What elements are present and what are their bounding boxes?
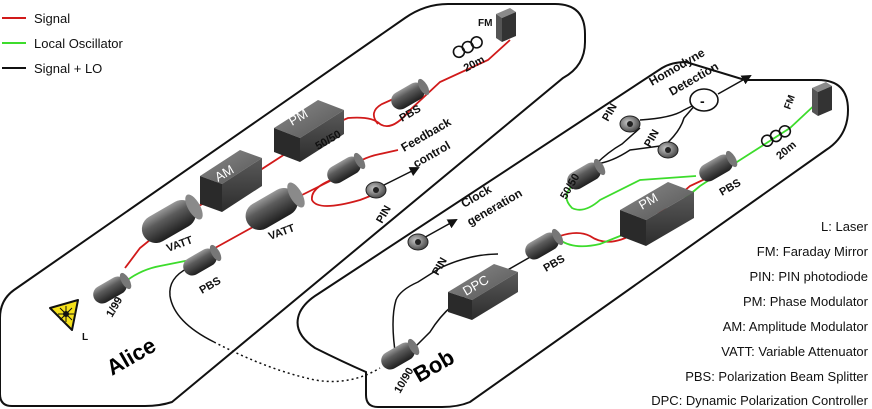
fiber-20m-alice-label: 20m [462, 54, 487, 75]
abbreviation-key: L: Laser FM: Faraday Mirror PIN: PIN pho… [651, 219, 868, 408]
abbr-laser: L: Laser [821, 219, 869, 234]
alice-panel-title: Alice [102, 332, 160, 380]
coupler-50-50-bob [567, 158, 606, 190]
pin-bob-1-label: PIN [600, 102, 620, 124]
coupler-10-90-label: 10/90 [392, 366, 416, 396]
coupler-1-99 [93, 272, 132, 304]
abbr-dpc: DPC: Dynamic Polarization Controller [651, 393, 868, 408]
pbs-bob-right [699, 150, 738, 182]
fiber-coil-icon [452, 45, 466, 59]
pbs-bob-left-label: PBS [542, 253, 568, 275]
laser: L [49, 299, 88, 343]
pin-alice-label: PIN [374, 204, 394, 226]
coupler-10-90 [381, 338, 420, 370]
vatt-2 [245, 182, 305, 230]
pin-clock-label: PIN [430, 256, 450, 278]
dynamic-polarization-controller: DPC [448, 264, 518, 320]
alice-feedback-arrow [381, 167, 420, 187]
legend-signal-lo-label: Signal + LO [34, 61, 102, 76]
phase-modulator-alice: PM [274, 100, 344, 162]
homodyne-subtractor: - [689, 88, 719, 112]
abbr-pm: PM: Phase Modulator [743, 294, 869, 309]
photodiode-bob-2 [657, 141, 679, 159]
legend: Signal Local Oscillator Signal + LO [2, 11, 124, 76]
pbs-alice-label: PBS [198, 275, 224, 297]
abbr-am: AM: Amplitude Modulator [723, 319, 869, 334]
abbr-pin: PIN: PIN photodiode [749, 269, 868, 284]
pbs-bob-right-label: PBS [718, 177, 744, 199]
pbs-bob-left [525, 228, 564, 260]
alice-bob-link-dotted [213, 341, 381, 383]
legend-lo-label: Local Oscillator [34, 36, 124, 51]
photodiode-alice [365, 181, 387, 199]
pbs-alice-top [391, 78, 430, 110]
vatt-1 [141, 194, 203, 243]
abbr-vatt: VATT: Variable Attenuator [721, 344, 868, 359]
legend-signal-label: Signal [34, 11, 70, 26]
bob-lo-green-b [565, 175, 697, 211]
fiber-20m-bob-label: 20m [774, 139, 799, 162]
bob-panel [296, 60, 850, 408]
abbr-fm: FM: Faraday Mirror [757, 244, 869, 259]
bob-homodyne-arrow [717, 75, 752, 95]
alice-panel [0, 3, 586, 407]
fiber-coil-bob [760, 125, 792, 147]
fiber-coil-alice [452, 36, 483, 59]
amplitude-modulator: AM [200, 150, 262, 212]
laser-label: L [82, 332, 88, 343]
alice-signal-fiber [124, 39, 511, 269]
subtract-sign: - [700, 93, 705, 109]
fm-bob-label: FM [782, 94, 797, 111]
abbr-pbs: PBS: Polarization Beam Splitter [685, 369, 868, 384]
phase-modulator-bob: PM [620, 182, 694, 246]
faraday-mirror-bob [812, 82, 832, 116]
photodiode-clock [407, 233, 429, 251]
faraday-mirror-alice [496, 8, 516, 42]
photodiode-bob-1 [619, 115, 641, 133]
bob-clock-fiber [392, 253, 499, 359]
alice-signal-fiber-b [372, 95, 401, 125]
pbs-alice [183, 244, 222, 276]
alice-bob-link-solid [169, 267, 215, 343]
fm-alice-label: FM [478, 18, 492, 29]
coupler-50-50-alice [327, 152, 366, 184]
